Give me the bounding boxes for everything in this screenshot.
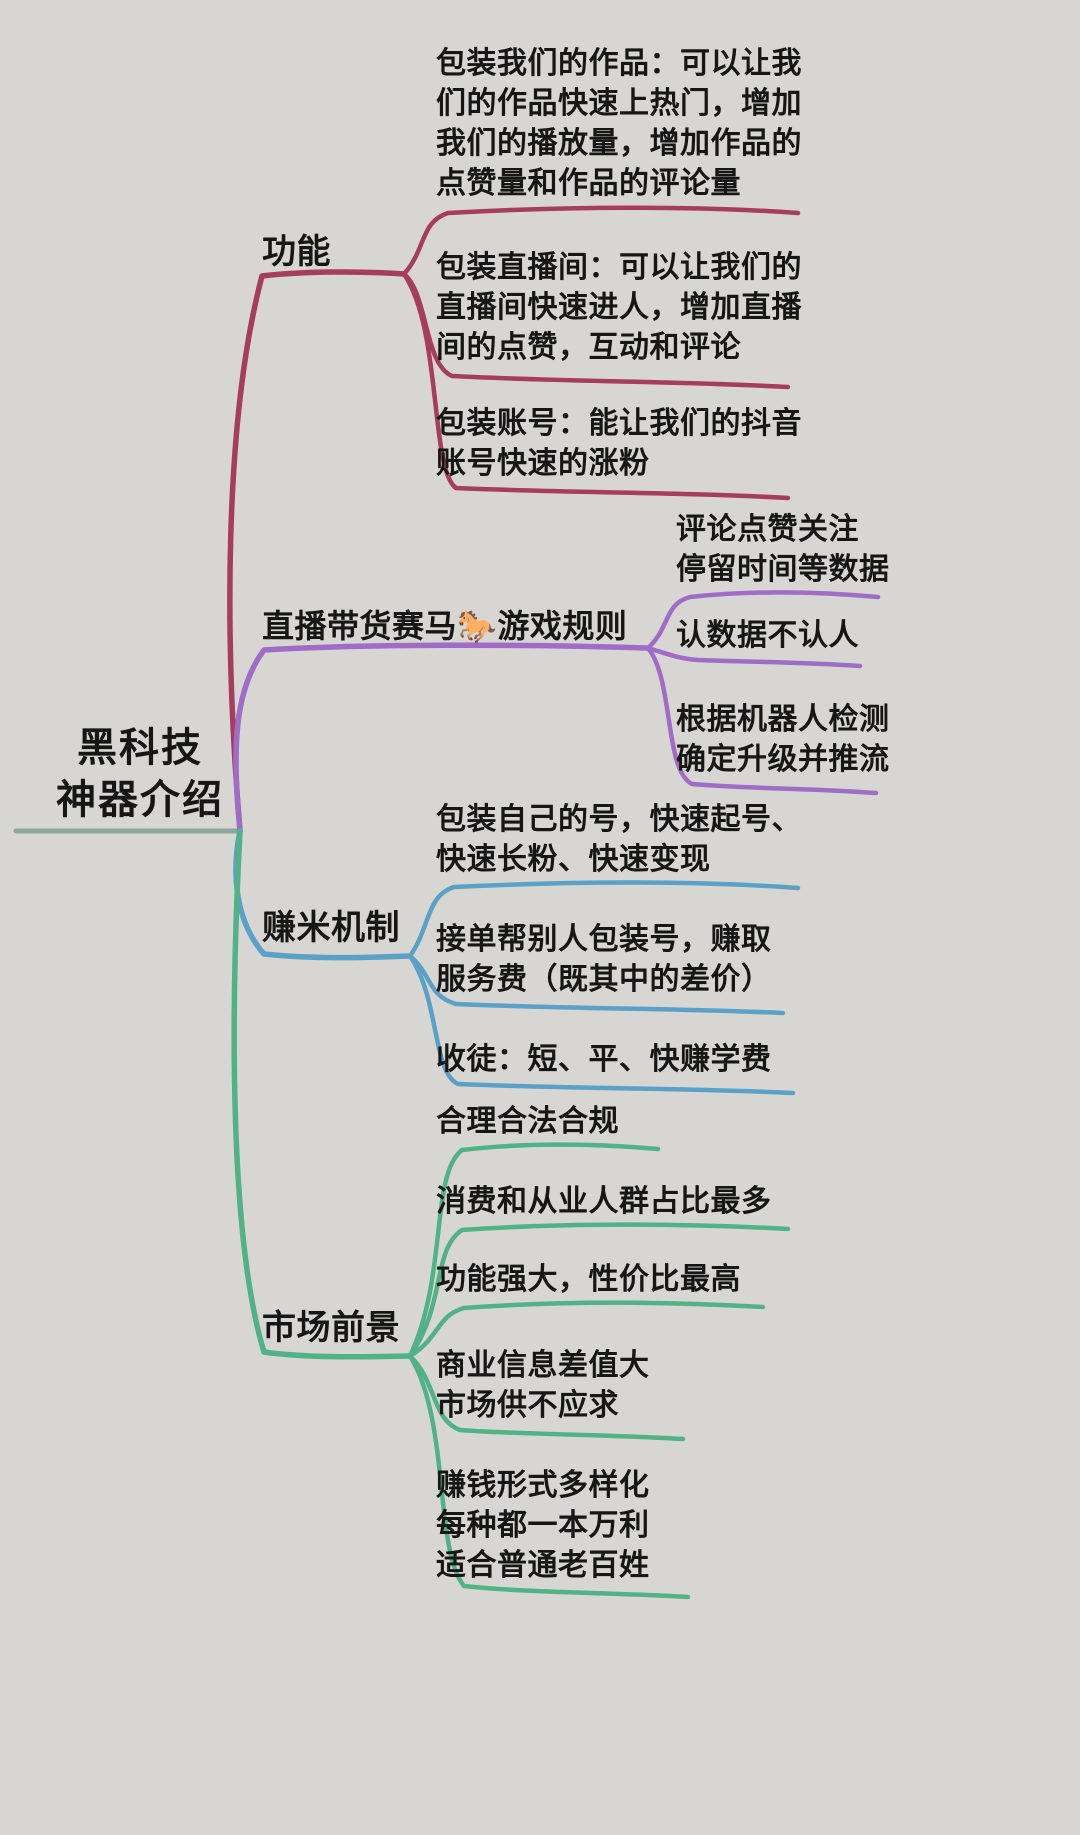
- leaf-node-earning-2: 接单帮别人包装号，赚取 服务费（既其中的差价）: [436, 923, 772, 996]
- branch-label-features: 功能: [262, 233, 331, 271]
- branch-label-rules: 直播带货赛马🐎游戏规则: [262, 608, 628, 644]
- leaf-node-market-1: 合理合法合规: [436, 1105, 619, 1138]
- branch-label-market: 市场前景: [262, 1309, 400, 1347]
- leaf-node-market-4: 商业信息差值大 市场供不应求: [436, 1349, 650, 1422]
- leaf-node-features-1: 包装我们的作品：可以让我 们的作品快速上热门，增加 我们的播放量，增加作品的 点…: [436, 47, 802, 200]
- leaf-line-features-1: [401, 205, 801, 277]
- root-node-title: 黑科技 神器介绍: [56, 726, 224, 822]
- leaf-line-rules-1: [645, 590, 881, 651]
- branch-line-market: [231, 828, 413, 1360]
- leaf-node-rules-2: 认数据不认人: [676, 619, 859, 652]
- leaf-line-market-1: [407, 1142, 661, 1359]
- leaf-line-features-3: [401, 271, 791, 501]
- leaf-node-rules-1: 评论点赞关注 停留时间等数据: [676, 513, 890, 586]
- branch-line-rules: [233, 642, 651, 834]
- leaf-node-market-2: 消费和从业人群占比最多: [436, 1185, 772, 1218]
- leaf-node-market-5: 赚钱形式多样化 每种都一本万利 适合普通老百姓: [436, 1469, 650, 1582]
- leaf-node-rules-3: 根据机器人检测 确定升级并推流: [676, 703, 890, 776]
- leaf-node-features-2: 包装直播间：可以让我们的 直播间快速进人，增加直播 间的点赞，互动和评论: [436, 251, 802, 364]
- leaf-line-earning-3: [407, 953, 796, 1096]
- leaf-node-market-3: 功能强大，性价比最高: [436, 1263, 741, 1296]
- leaf-line-earning-2: [407, 953, 786, 1016]
- leaf-node-features-3: 包装账号：能让我们的抖音 账号快速的涨粉: [436, 407, 802, 480]
- leaf-line-market-3: [407, 1300, 766, 1359]
- leaf-line-rules-2: [645, 645, 863, 669]
- leaf-line-market-5: [407, 1353, 691, 1600]
- leaf-node-earning-3: 收徒：短、平、快赚学费: [436, 1043, 772, 1076]
- leaf-line-earning-1: [407, 880, 801, 959]
- leaf-node-earning-1: 包装自己的号，快速起号、 快速长粉、快速变现: [436, 803, 802, 876]
- leaf-line-market-4: [407, 1353, 686, 1442]
- branch-label-earning: 赚米机制: [262, 909, 400, 947]
- branch-line-features: [227, 269, 407, 834]
- leaf-line-market-2: [407, 1222, 791, 1359]
- leaf-line-rules-3: [645, 645, 879, 796]
